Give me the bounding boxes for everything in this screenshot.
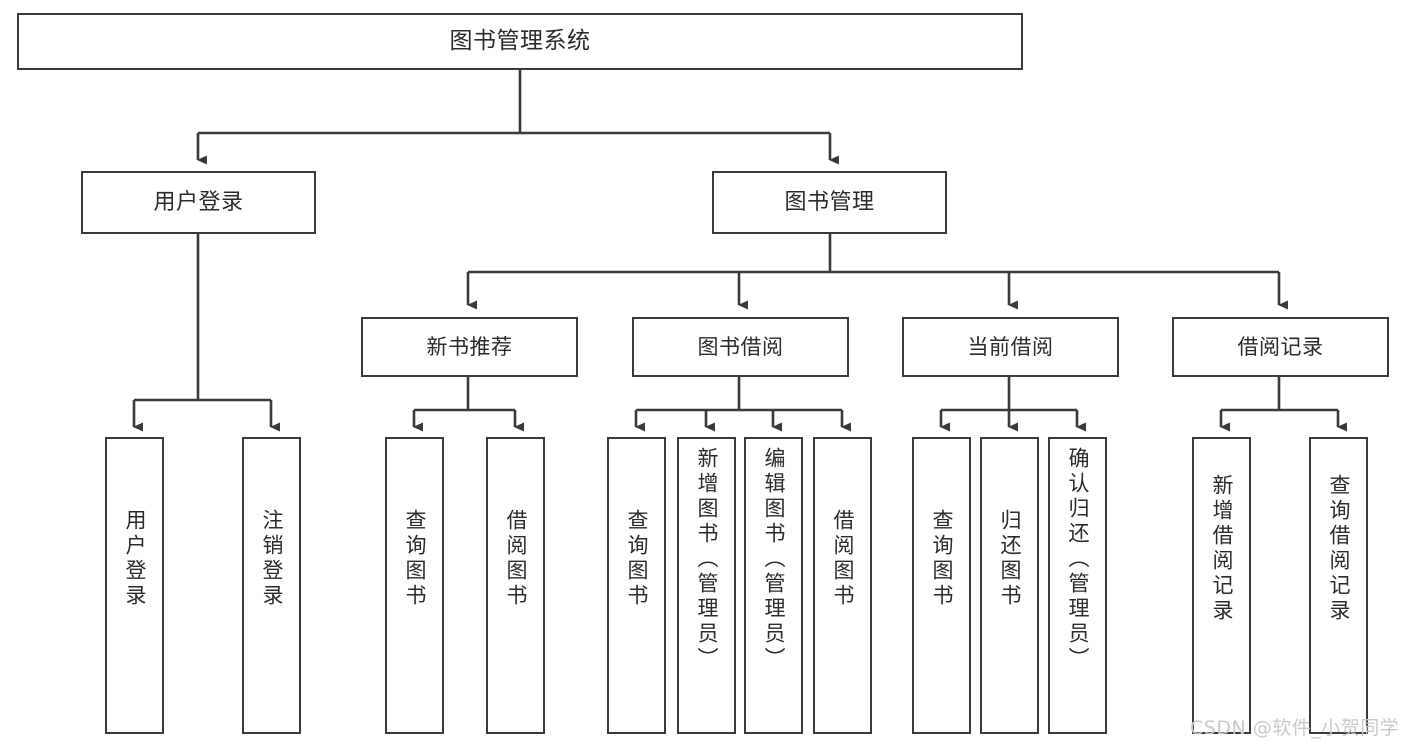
node-label: 借阅图书 xyxy=(831,509,855,609)
node-user-login[interactable]: 用户登录 xyxy=(81,171,316,234)
node-new-book-recommend[interactable]: 新书推荐 xyxy=(361,317,578,377)
node-label: 查询图书 xyxy=(403,509,427,609)
node-book-management[interactable]: 图书管理 xyxy=(712,171,947,234)
node-label: 注销登录 xyxy=(260,509,284,609)
leaf-edit-book-admin[interactable]: 编辑图书（管理员） xyxy=(744,437,803,734)
leaf-add-book-admin[interactable]: 新增图书（管理员） xyxy=(677,437,736,734)
leaf-query-book-recommend[interactable]: 查询图书 xyxy=(385,437,444,734)
node-label: 用户登录 xyxy=(123,509,147,609)
leaf-query-book-borrow[interactable]: 查询图书 xyxy=(607,437,666,734)
node-label: 用户登录 xyxy=(153,189,244,215)
node-label: 借阅记录 xyxy=(1237,334,1324,359)
node-label: 图书借阅 xyxy=(697,334,784,359)
node-label: 查询图书 xyxy=(625,509,649,609)
node-label: 新书推荐 xyxy=(426,334,513,359)
csdn-watermark: CSDN @软件_小贺同学 xyxy=(1190,717,1400,739)
leaf-add-borrow-record[interactable]: 新增借阅记录 xyxy=(1192,437,1251,734)
node-current-borrow[interactable]: 当前借阅 xyxy=(902,317,1119,377)
node-label: 新增图书（管理员） xyxy=(695,447,719,672)
node-label: 查询图书 xyxy=(930,509,954,609)
node-label: 当前借阅 xyxy=(967,334,1054,359)
leaf-query-borrow-record[interactable]: 查询借阅记录 xyxy=(1309,437,1368,734)
leaf-borrow-book-recommend[interactable]: 借阅图书 xyxy=(486,437,545,734)
node-label: 新增借阅记录 xyxy=(1210,474,1234,624)
node-label: 编辑图书（管理员） xyxy=(762,447,786,672)
node-label: 归还图书 xyxy=(998,509,1022,609)
leaf-query-book-current[interactable]: 查询图书 xyxy=(912,437,971,734)
node-label: 图书管理系统 xyxy=(449,28,591,55)
node-label: 借阅图书 xyxy=(504,509,528,609)
node-borrow-records[interactable]: 借阅记录 xyxy=(1172,317,1389,377)
node-label: 确认归还（管理员） xyxy=(1066,447,1090,672)
leaf-confirm-return-admin[interactable]: 确认归还（管理员） xyxy=(1048,437,1107,734)
leaf-return-book[interactable]: 归还图书 xyxy=(980,437,1039,734)
node-label: 图书管理 xyxy=(784,189,875,215)
leaf-user-login[interactable]: 用户登录 xyxy=(105,437,164,734)
node-label: 查询借阅记录 xyxy=(1327,474,1351,624)
node-book-borrow[interactable]: 图书借阅 xyxy=(632,317,849,377)
node-book-management-system[interactable]: 图书管理系统 xyxy=(17,13,1023,70)
leaf-borrow-book[interactable]: 借阅图书 xyxy=(813,437,872,734)
leaf-user-logout[interactable]: 注销登录 xyxy=(242,437,301,734)
